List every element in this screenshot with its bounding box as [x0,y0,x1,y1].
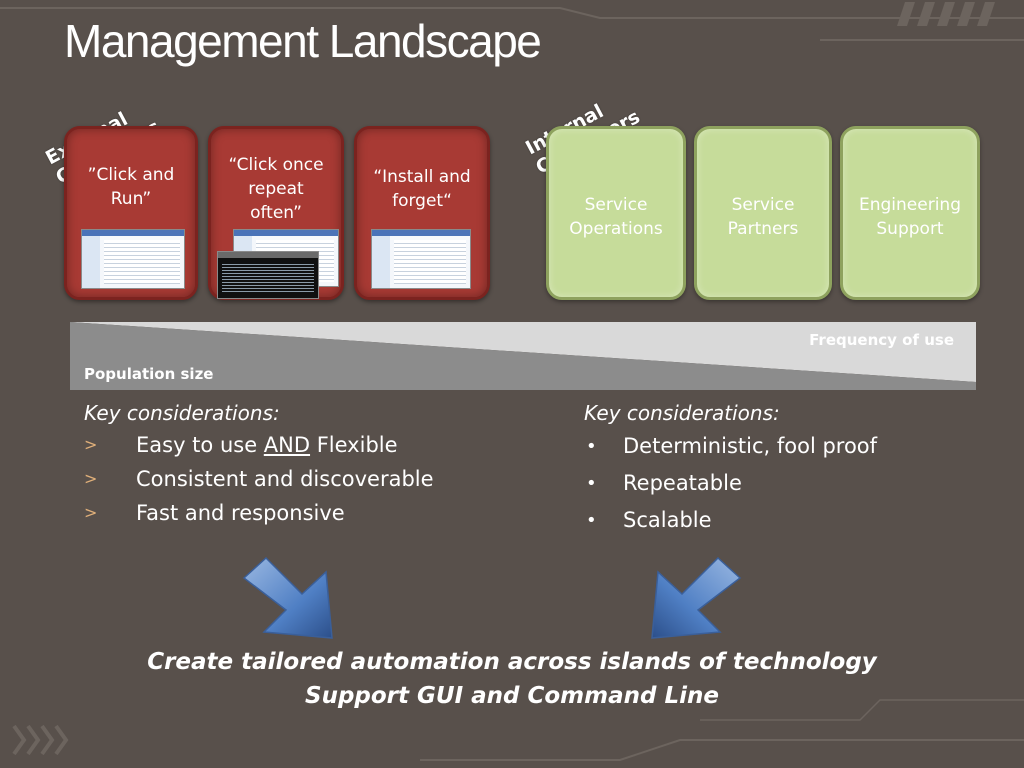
item-emphasis: AND [263,433,311,457]
box-label-line: repeat [248,179,304,199]
command-line-screenshot [217,251,319,299]
box-label-line: “Click once [228,155,324,175]
box-label-line: Engineering [859,195,961,215]
item-text: Repeatable [623,471,742,495]
list-item: > Fast and responsive [84,496,524,530]
frequency-population-band [70,322,976,390]
arrow-down-right-icon [242,556,333,639]
item-text: Easy to use [136,433,264,457]
item-text: Fast and responsive [136,501,345,525]
right-considerations: Key considerations: • Deterministic, foo… [584,398,1004,539]
box-label-line: Support [876,219,944,239]
conclusion-line-2: Support GUI and Command Line [305,683,719,709]
stripe-decoration-top [897,2,995,26]
item-text: Flexible [310,433,398,457]
service-operations-label: Service Operations [549,193,683,241]
click-and-run-label: ”Click and Run” [67,163,195,211]
item-text: Scalable [623,508,712,532]
service-partners-box: Service Partners [694,126,832,300]
engineering-support-label: Engineering Support [843,193,977,241]
box-label-line: Service [584,195,648,215]
chevron-right-icon: > [84,503,98,522]
service-partners-label: Service Partners [697,193,829,241]
chevron-right-icon: > [84,435,98,454]
engineering-support-box: Engineering Support [840,126,980,300]
left-considerations-list: > Easy to use AND Flexible > Consistent … [84,428,524,530]
box-label-line: Partners [727,219,799,239]
box-label-line: forget“ [392,191,452,211]
box-label-line: Operations [569,219,663,239]
list-item: > Consistent and discoverable [84,462,524,496]
item-text: Deterministic, fool proof [623,434,878,458]
arrow-down-left-icon [651,556,742,639]
box-label-line: Run” [110,189,152,209]
right-considerations-heading: Key considerations: [584,401,780,425]
box-label-line: often” [250,203,302,223]
left-considerations-heading: Key considerations: [84,401,280,425]
box-label-line: Service [731,195,795,215]
click-and-run-box: ”Click and Run” [64,126,198,300]
chevron-right-icon: > [84,469,98,488]
gui-screenshot [371,229,471,289]
list-item: • Scalable [584,502,1004,539]
list-item: • Deterministic, fool proof [584,428,1004,465]
conclusion-line-1: Create tailored automation across island… [147,649,877,675]
box-label-line: ”Click and [87,165,175,185]
page-title: Management Landscape [64,15,542,67]
frequency-of-use-label: Frequency of use [809,331,954,349]
item-text: Consistent and discoverable [136,467,434,491]
right-considerations-list: • Deterministic, fool proof • Repeatable… [584,428,1004,539]
install-and-forget-label: “Install and forget“ [357,165,487,213]
population-wedge [70,322,976,390]
bullet-icon: • [586,473,597,494]
list-item: • Repeatable [584,465,1004,502]
service-operations-box: Service Operations [546,126,686,300]
click-once-repeat-often-box: “Click once repeat often” [208,126,344,300]
bullet-icon: • [586,436,597,457]
population-size-label: Population size [84,365,214,383]
chevron-decoration-bottom [12,724,69,756]
left-considerations: Key considerations: > Easy to use AND Fl… [84,398,524,530]
list-item: > Easy to use AND Flexible [84,428,524,462]
bullet-icon: • [586,510,597,531]
box-label-line: “Install and [373,167,471,187]
gui-screenshot [81,229,185,289]
click-once-repeat-often-label: “Click once repeat often” [211,153,341,225]
install-and-forget-box: “Install and forget“ [354,126,490,300]
